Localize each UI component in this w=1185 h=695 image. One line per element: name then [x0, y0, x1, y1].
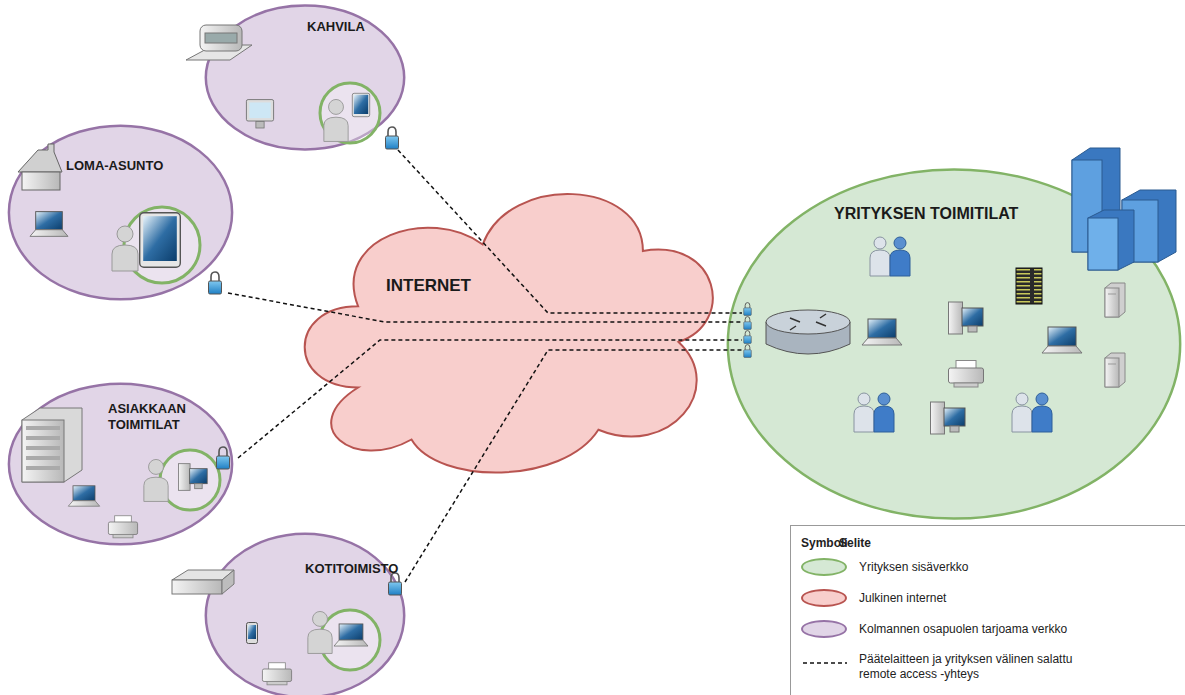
site-ellipse-outline [8, 125, 233, 300]
legend-swatch [801, 620, 847, 638]
lock-icon [209, 272, 222, 294]
device-ring [320, 83, 380, 143]
tablet-icon [140, 213, 181, 268]
legend-swatch [801, 589, 847, 607]
lock-icon [389, 573, 402, 595]
legend-text: Kolmannen osapuolen tarjoama verkko [859, 622, 1109, 637]
ellipse-shape [728, 169, 1180, 518]
dashed-line-sample [803, 662, 847, 664]
server-icon [1105, 283, 1125, 317]
node-label: KAHVILA [307, 19, 365, 35]
cloud-shape [305, 194, 713, 472]
node-label: LOMA-ASUNTO [66, 158, 163, 174]
office-towers [1072, 148, 1176, 270]
internet-cloud-outline [278, 160, 723, 485]
site-ellipse: KOTITOIMISTO [205, 533, 405, 695]
laptop-icon [334, 624, 368, 646]
phone-icon [247, 623, 258, 644]
device-ring [160, 450, 220, 510]
legend-header: Selite [839, 536, 871, 551]
site-ellipse: ASIAKKAAN TOIMITILAT [8, 383, 233, 545]
router-icon [766, 310, 850, 354]
ellipse-shape [9, 126, 232, 300]
internet-cloud: INTERNET [278, 160, 723, 485]
ellipse-shape [206, 534, 404, 695]
laptop-icon [862, 319, 902, 345]
laptop-icon [1042, 327, 1082, 353]
node-label: KOTITOIMISTO [305, 561, 398, 577]
legend-swatch [801, 558, 847, 576]
site-ellipse: KAHVILA [205, 5, 405, 150]
node-label: YRITYKSEN TOIMITILAT [834, 204, 1018, 223]
office-building [22, 408, 82, 482]
tablet-icon [352, 93, 369, 116]
laptop-icon [68, 486, 99, 506]
node-label: ASIAKKAAN TOIMITILAT [108, 401, 200, 432]
legend-text: Julkinen internet [859, 591, 1109, 606]
node-label: INTERNET [386, 276, 471, 296]
legend-text: Yrityksen sisäverkko [859, 560, 1109, 575]
server-icon [1105, 353, 1125, 387]
modem-icon [172, 570, 234, 594]
company-network: YRITYKSEN TOIMITILAT [726, 168, 1182, 520]
legend-line-sample [801, 658, 849, 668]
legend-text: Päätelaitteen ja yrityksen välinen salat… [859, 652, 1109, 682]
site-ellipse: LOMA-ASUNTO [8, 125, 233, 300]
site-ellipse-outline [205, 5, 405, 150]
pc-icon [178, 464, 207, 491]
user-icon [324, 99, 348, 141]
ellipse-shape [206, 6, 404, 150]
ellipse-shape [9, 384, 232, 545]
server-rack [1016, 268, 1042, 304]
device-ring [124, 207, 200, 283]
legend-box: SymboliSeliteYrityksen sisäverkkoJulkine… [790, 525, 1185, 695]
site-ellipse-outline [205, 533, 405, 695]
lock-icon [386, 127, 399, 149]
laptop-icon [30, 212, 68, 237]
